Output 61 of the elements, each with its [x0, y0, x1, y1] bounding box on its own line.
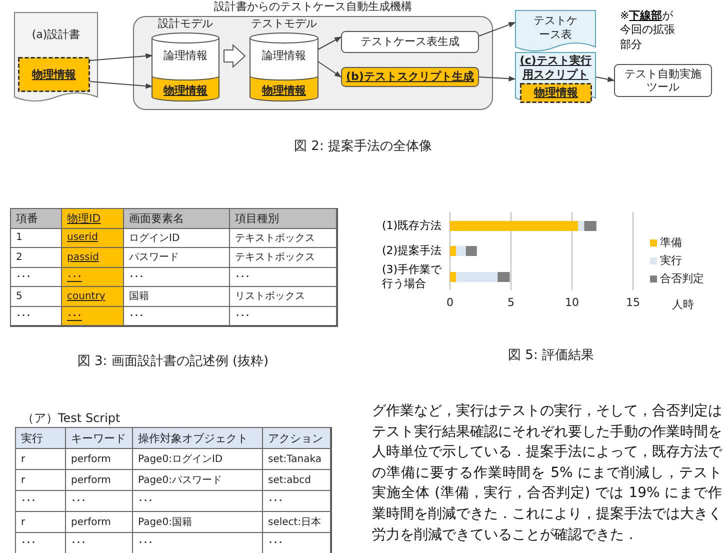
process-box	[341, 67, 479, 87]
axis-tick-label: 0	[446, 296, 454, 309]
document-title: テストケース表	[532, 14, 578, 42]
category-label: (3)手作業で行う場合	[382, 263, 443, 290]
header-cell: 実行	[15, 427, 66, 449]
header-cell: 画面要素名	[123, 208, 230, 228]
node-label: 物理情報	[532, 86, 579, 100]
legend-label: 合否判定	[660, 271, 704, 286]
arrow	[318, 36, 342, 50]
axis-title: 人時	[672, 297, 694, 312]
arrow	[596, 76, 615, 82]
table-cell: ･･･	[229, 306, 337, 326]
arrow	[90, 53, 153, 61]
document-title: (c)テスト実行用スクリプト	[518, 54, 592, 82]
section-label: 論理情報	[261, 48, 307, 62]
database-cylinder	[150, 17, 221, 103]
table-cell: ･･･	[61, 306, 124, 326]
table-title: （ア）Test Script	[22, 410, 120, 427]
table-cell: passid	[61, 247, 124, 268]
header-cell: 項目種別	[229, 208, 337, 228]
process-label: テスト自動実施ツール	[624, 66, 702, 94]
model-title: 設計モデル	[157, 17, 214, 31]
model-title: テストモデル	[250, 17, 318, 31]
table-cell: country	[61, 286, 124, 306]
process-label: (b)テストスクリプト生成	[345, 70, 475, 84]
legend-label: 実行	[660, 253, 682, 268]
process-label: テストケース表生成	[360, 35, 460, 49]
node-label: 物理情報	[30, 68, 77, 82]
category-label: (1)既存方法	[382, 219, 443, 233]
body-paragraph: グ作業など，実行はテストの実行，そして，合否判定はテスト実行結果確認にそれぞれ要した手動の作業時間を人時単位で示している．提案手法によって，既存方法での準備に要する作業時間を 5% にまで削減し，テスト実施全体 (準備，実行，合否判定) では 19% にまで作業時間を削減できた．これにより，提案手法では大きく労力を削減できていることが確認できた．	[372, 402, 722, 545]
category-label: (2)提案手法	[382, 244, 443, 258]
document-title: (a)設計書	[30, 28, 82, 42]
panel-title: 設計書からのテストケース自動生成機構	[213, 0, 413, 14]
header-cell: キーワード	[65, 427, 133, 449]
section-label: 論理情報	[162, 48, 208, 62]
database-cylinder	[248, 17, 320, 103]
header-cell: 項番	[10, 208, 62, 228]
note-text: ※下線部が今回の拡張部分	[620, 9, 676, 52]
section-label: 物理情報	[260, 84, 307, 98]
block-arrow	[224, 44, 246, 68]
axis-tick-label: 5	[508, 296, 514, 309]
axis-tick-label: 15	[626, 296, 640, 309]
header-cell: アクション	[262, 427, 331, 449]
header-cell: 物理ID	[61, 208, 124, 228]
figure-caption: 図 2: 提案手法の全体像	[294, 138, 432, 155]
section-label: 物理情報	[162, 84, 208, 98]
rounded-panel	[133, 0, 493, 110]
figure-caption: 図 5: 評価結果	[508, 347, 594, 364]
dashed-box	[520, 83, 592, 103]
header-cell: 操作対象オブジェクト	[132, 427, 263, 449]
process-box	[341, 31, 479, 53]
arrow	[318, 61, 342, 78]
arrow	[478, 22, 516, 36]
figure-caption: 図 3: 画面設計書の記述例 (抜粋)	[77, 353, 269, 370]
arrow	[478, 76, 516, 82]
document-shape	[515, 52, 596, 106]
legend-label: 準備	[660, 235, 682, 250]
axis-tick-label: 10	[565, 296, 579, 309]
dashed-box	[18, 57, 90, 92]
arrow	[90, 81, 153, 89]
process-box	[614, 64, 712, 97]
